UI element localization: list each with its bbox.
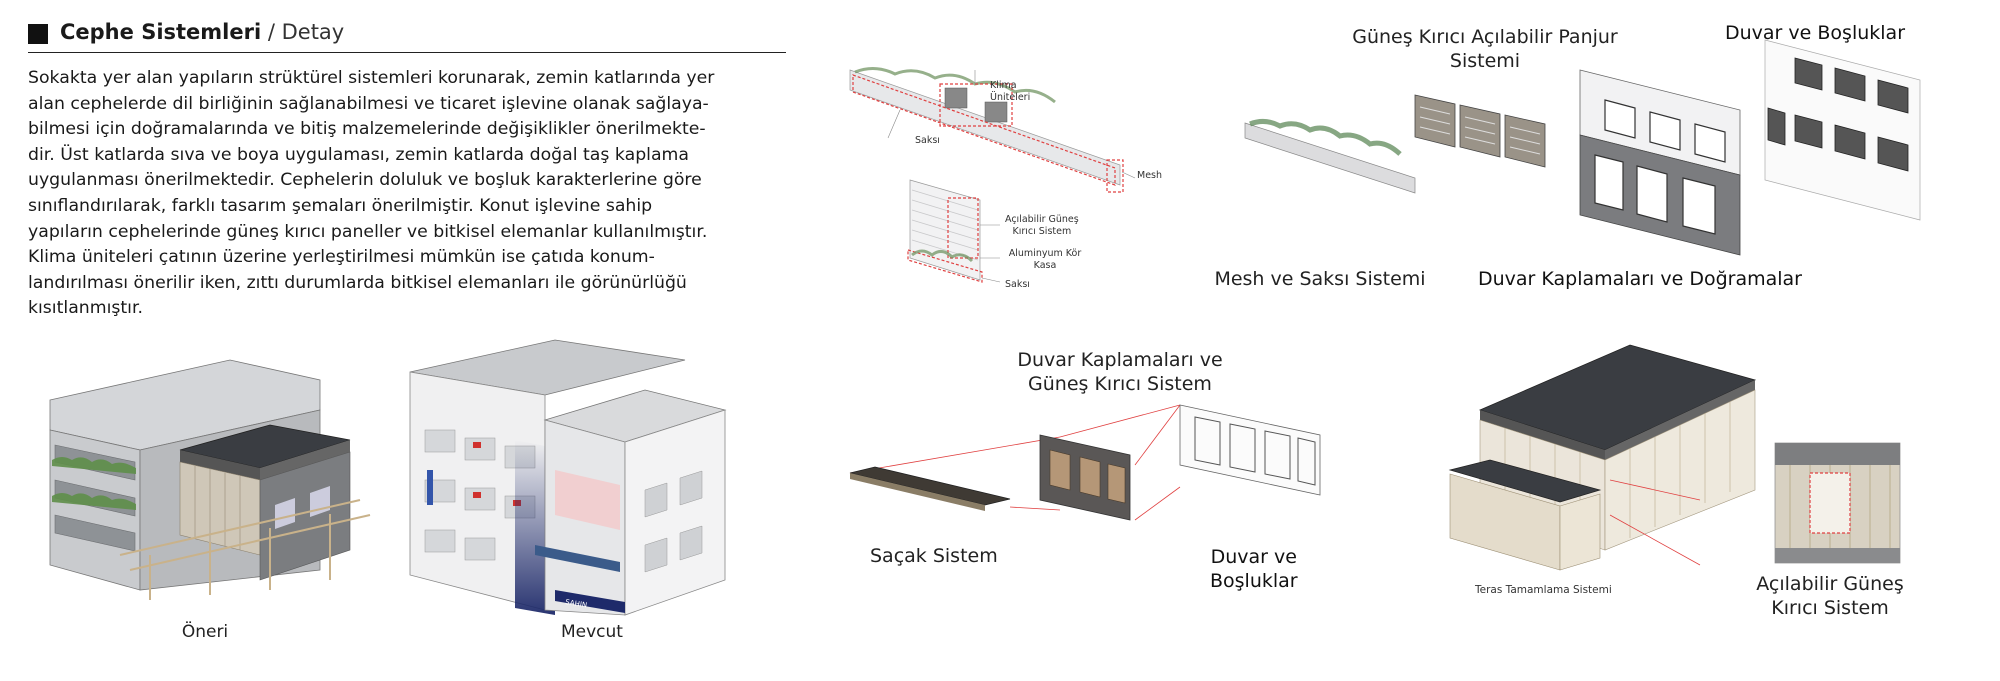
paragraph-line: Klima üniteleri çatının üzerine yerleşti… — [28, 247, 655, 268]
mesh-saksi-illustration — [1244, 118, 1416, 194]
saksi2-label: Saksı — [1005, 279, 1030, 290]
paragraph-line: yapıların cephelerinde güneş kırıcı pane… — [28, 221, 708, 242]
saksi-label: Saksı — [915, 135, 940, 146]
sacak-label: Saçak Sistem — [870, 545, 998, 567]
duvar-bosluk-illustration — [1764, 39, 1921, 221]
duvar-kaplama-illustration — [1579, 69, 1741, 256]
teras-label: Teras Tamamlama Sistemi — [1475, 584, 1612, 596]
page-title: Cephe Sistemleri / Detay — [60, 20, 345, 44]
duvar-bosluk-top-label: Duvar ve Boşluklar — [1725, 22, 1905, 44]
header-square-icon — [28, 24, 48, 44]
paragraph-line: landırılması önerilir iken, zıttı duruml… — [28, 272, 687, 293]
terrace-system-illustration — [1448, 344, 1757, 571]
panjur-illustration — [1414, 94, 1546, 168]
paragraph-line: sınıflandırılarak, farklı tasarım şemala… — [28, 195, 653, 216]
mesh-label: Mesh — [1137, 170, 1163, 181]
mesh-saksi-label: Mesh ve Saksı Sistemi — [1214, 268, 1426, 290]
acilabilir-detail-illustration — [1774, 442, 1901, 564]
description-paragraph: Sokakta yer alan yapıların strüktürel si… — [28, 66, 794, 322]
header-rule — [28, 52, 786, 53]
paragraph-line: dir. Üst katlarda sıva ve boya uygulamas… — [28, 144, 689, 165]
proposal-building-illustration — [49, 359, 371, 600]
mesh-planter-detail — [849, 67, 1136, 283]
shop-sign-text: SAHIN — [565, 598, 588, 609]
existing-building-illustration: SAHIN — [409, 339, 727, 616]
paragraph-line: uygulanması önerilmektedir. Cephelerin d… — [28, 170, 702, 191]
duvar-kaplama-label: Duvar Kaplamaları ve Doğramalar — [1478, 268, 1802, 290]
paragraph-line: bilmesi için doğramalarında ve bitiş mal… — [28, 119, 706, 140]
proposal-caption: Öneri — [181, 622, 229, 642]
sacak-wall-exploded-illustration — [849, 404, 1321, 521]
paragraph-line: Sokakta yer alan yapıların strüktürel si… — [28, 68, 715, 88]
paragraph-line: kısıtlanmıştır. — [28, 298, 143, 319]
existing-caption: Mevcut — [561, 622, 623, 642]
paragraph-line: alan cephelerde dil birliğinin sağlanabi… — [28, 93, 709, 114]
